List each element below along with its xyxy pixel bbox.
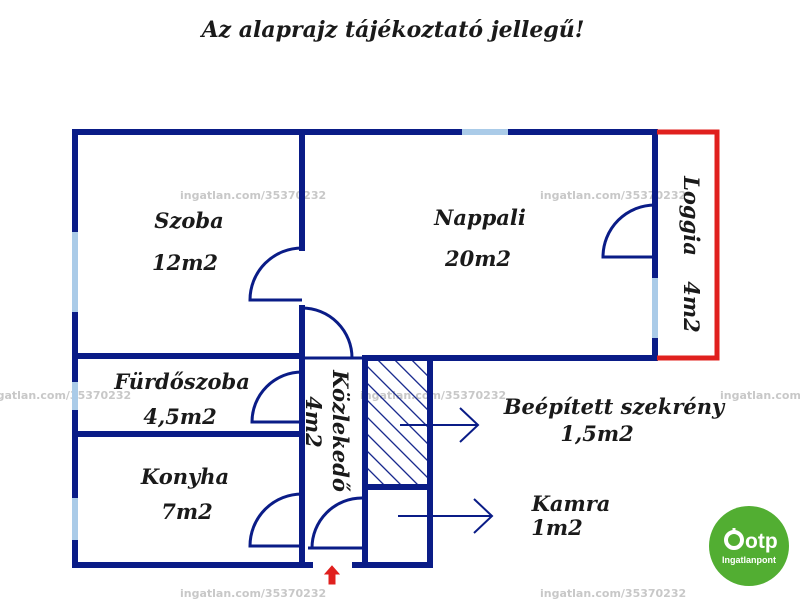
- logo-sub: Ingatlanpont: [722, 555, 776, 565]
- watermark-text: ingatlan.com/35370232: [0, 389, 131, 402]
- watermark-text: ingatlan.com/35370232: [540, 587, 686, 600]
- room-name-szoba: Szoba: [154, 208, 223, 233]
- room-labels: Szoba 12m2 Nappali 20m2 Loggia 4m2 Fürdő…: [113, 175, 726, 540]
- room-area-loggia: 4m2: [679, 281, 704, 332]
- room-name-konyha: Konyha: [140, 464, 229, 489]
- room-name-nappali: Nappali: [433, 205, 526, 230]
- room-name-kozlekedo: Közlekedő: [328, 369, 353, 492]
- door-konyha: [248, 492, 303, 548]
- watermark-text: ingatlan.com/35370232: [720, 389, 800, 402]
- door-loggia: [601, 203, 656, 259]
- watermark-text: ingatlan.com/35370232: [540, 189, 686, 202]
- entrance-arrow: [323, 565, 341, 585]
- windows: [72, 129, 658, 540]
- door-entrance: [310, 496, 363, 550]
- logo-brand: otp: [745, 530, 778, 553]
- loggia-outline: [657, 129, 720, 361]
- door-kozlekedo-top: [301, 306, 354, 360]
- watermark-text: ingatlan.com/35370232: [180, 587, 326, 600]
- room-area-szoba: 12m2: [152, 250, 218, 275]
- room-name-loggia: Loggia: [679, 175, 704, 256]
- logo-badge: [709, 506, 789, 586]
- plan-title: Az alaprajz tájékoztató jellegű!: [200, 17, 585, 43]
- arrow-szekreny: [400, 407, 480, 443]
- arrows: [398, 407, 494, 534]
- room-area-kamra: 1m2: [531, 515, 582, 540]
- watermark-text: ingatlan.com/35370232: [180, 189, 326, 202]
- door-szoba: [248, 246, 303, 302]
- otp-logo: otp Ingatlanpont: [709, 506, 789, 586]
- room-area-konyha: 7m2: [161, 499, 212, 524]
- otp-symbol-icon: [724, 528, 744, 550]
- room-area-szekreny: 1,5m2: [560, 421, 633, 446]
- room-name-szekreny: Beépített szekrény: [503, 394, 726, 419]
- room-name-furdoszoba: Fürdőszoba: [113, 369, 250, 394]
- room-area-kozlekedo: 4m2: [301, 396, 326, 447]
- arrow-kamra: [398, 498, 494, 534]
- room-area-nappali: 20m2: [444, 246, 511, 271]
- doors: [248, 203, 656, 550]
- door-furdoszoba: [250, 370, 303, 424]
- room-area-furdoszoba: 4,5m2: [143, 404, 216, 429]
- room-name-kamra: Kamra: [531, 491, 611, 516]
- wardrobe-hatch: [365, 360, 430, 485]
